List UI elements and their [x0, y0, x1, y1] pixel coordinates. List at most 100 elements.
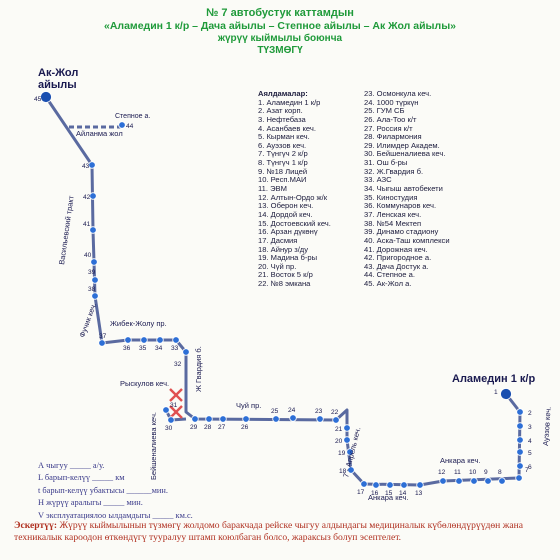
- stop-number-26: 26: [241, 424, 249, 431]
- legend-stop-1: 1. Аламедин 1 к/р: [258, 97, 321, 107]
- legend-stop-28: 28. Филармония: [364, 132, 422, 142]
- stop-number-10: 10: [469, 469, 477, 476]
- street-aylanma-label: Айланма жол: [76, 129, 123, 138]
- stop-marker-11: [455, 477, 463, 485]
- stop-marker-27: [219, 415, 227, 423]
- legend-stop-42: 42. Пригородное а.: [364, 253, 432, 263]
- stop-marker-45: [40, 91, 52, 103]
- stop-marker-36: [124, 336, 132, 344]
- legend-stop-44: 44. Степное а.: [364, 270, 415, 280]
- stop-marker-35: [140, 336, 148, 344]
- legend-stop-7: 7. Түнгүч 2 к/р: [258, 149, 308, 159]
- legend-stop-6: 6. Ауэзов кеч.: [258, 140, 307, 150]
- closed-stop-marker: [169, 388, 183, 402]
- legend-stop-41: 41. Дорожная кеч.: [364, 244, 428, 254]
- stop-marker-20: [343, 436, 351, 444]
- stop-marker-8: [498, 477, 506, 485]
- stop-number-9: 9: [484, 469, 488, 476]
- stop-number-1: 1: [494, 389, 498, 396]
- stop-number-12: 12: [438, 469, 446, 476]
- street-chuy-label: Чуй пр.: [236, 401, 261, 410]
- stop-number-32: 32: [174, 361, 182, 368]
- stop-number-40: 40: [84, 252, 92, 259]
- stop-marker-25: [272, 415, 280, 423]
- stop-number-33: 33: [171, 345, 179, 352]
- legend-stop-24: 24. 1000 түркүн: [364, 97, 419, 107]
- stop-number-42: 42: [83, 194, 91, 201]
- stop-marker-42: [89, 192, 97, 200]
- stop-number-22: 22: [331, 409, 339, 416]
- stop-marker-41: [89, 226, 97, 234]
- stop-number-31: 31: [170, 402, 178, 409]
- stops-legend-column-2: 23. Осмонкула кеч. 24. 1000 түркүн 25. Г…: [364, 89, 450, 289]
- stop-marker-15: [386, 481, 394, 489]
- stop-marker-33: [172, 336, 180, 344]
- stop-number-4: 4: [528, 438, 532, 445]
- legend-stop-18: 18. Айнур з/ду: [258, 244, 309, 254]
- terminus-akzhol-label: Ак-Жол: [38, 67, 78, 79]
- closed-stop-marker: [169, 405, 183, 419]
- stop-number-11: 11: [454, 469, 461, 476]
- stop-number-27: 27: [218, 424, 226, 431]
- stop-marker-9: [484, 477, 492, 485]
- stop-number-3: 3: [528, 424, 532, 431]
- legend-stop-8: 8. Түнгүч 1 к/р: [258, 158, 308, 168]
- legend-stop-16: 16. Арзан дүкөнү: [258, 227, 318, 237]
- street-zhibek-label: Жибек-Жолу пр.: [110, 319, 167, 328]
- stop-marker-3: [516, 422, 524, 430]
- stops-legend-column-1: Аялдамалар: 1. Аламедин 1 к/р 2. Азат ко…: [258, 89, 331, 289]
- legend-stop-45: 45. Ак-Жол а.: [364, 279, 412, 289]
- stop-marker-21: [343, 424, 351, 432]
- stop-marker-10: [470, 477, 478, 485]
- stop-number-20: 20: [335, 438, 343, 445]
- stop-marker-2: [516, 408, 524, 416]
- stop-number-45: 45: [34, 96, 42, 103]
- legend-stop-22: 22. №8 эмкана: [258, 279, 311, 289]
- closed-stop-markers: [169, 388, 183, 419]
- stop-marker-44: [118, 121, 126, 129]
- legend-stop-15: 15. Достоевский кеч.: [258, 218, 331, 228]
- stop-number-23: 23: [315, 408, 323, 415]
- stop-marker-5: [516, 448, 524, 456]
- form-departures-row: А чыгуу _____ а/у.: [38, 461, 105, 470]
- legend-stop-3: 3. Нефтебаза: [258, 114, 306, 124]
- legend-stop-43: 43. Дача Достук а.: [364, 261, 429, 271]
- stop-marker-4: [516, 436, 524, 444]
- stop-marker-40: [90, 258, 98, 266]
- stop-number-29: 29: [190, 424, 198, 431]
- legend-stop-2: 2. Азат корп.: [258, 106, 303, 116]
- legend-stop-30: 30. Бейшеналиева кеч.: [364, 149, 446, 159]
- stop-marker-26: [242, 415, 250, 423]
- street-beyshenalieva-label: Бейшеналиева кеч.: [149, 412, 158, 480]
- form-distance-row: L барып-келүү _____ км: [38, 473, 125, 483]
- stop-number-30: 30: [165, 425, 173, 432]
- legend-stop-9: 9. №18 Лицей: [258, 166, 308, 176]
- legend-stop-10: 10. Респ.МАИ: [258, 175, 307, 185]
- legend-stop-13: 13. Оберон кеч.: [258, 201, 314, 211]
- footer-note: Эскертүү: Жүрүү кыймылынын түзмөгү жолдо…: [14, 520, 550, 543]
- stop-number-labels: 1234567891011121314151617181920212223242…: [34, 96, 532, 497]
- stop-number-6: 6: [528, 464, 532, 471]
- legend-stop-29: 29. Илимдер Академ.: [364, 140, 440, 150]
- stop-marker-7: [515, 474, 523, 482]
- stop-marker-28: [205, 415, 213, 423]
- stop-marker-1: [500, 388, 512, 400]
- legend-stop-27: 27. Россия к/т: [364, 123, 413, 133]
- legend-stop-19: 19. Мадина б-ры: [258, 253, 318, 263]
- stop-marker-6: [516, 462, 524, 470]
- terminus-akzhol-label-2: айылы: [38, 79, 77, 91]
- stop-number-13: 13: [415, 490, 423, 497]
- route-parameters-form: А чыгуу _____ а/у. L барып-келүү _____ к…: [38, 460, 193, 522]
- route-scheme-heading: ТҮЗМӨГҮ: [257, 45, 303, 56]
- street-ankara-lower-label: Анкара кеч.: [368, 493, 408, 502]
- stop-number-7: 7: [525, 467, 529, 474]
- legend-stop-17: 17. Дасмия: [258, 235, 298, 245]
- legend-stop-34: 34. Чыгыш автобекети: [364, 184, 443, 194]
- form-interval-row: Н жүрүү аралыгы _____ мин.: [38, 498, 143, 508]
- stop-marker-17: [360, 480, 368, 488]
- stop-number-16: 16: [371, 490, 379, 497]
- stop-number-25: 25: [271, 408, 279, 415]
- legend-stop-21: 21. Восток 5 к/р: [258, 270, 313, 280]
- legend-stop-31: 31. Ош б-ры: [364, 158, 408, 168]
